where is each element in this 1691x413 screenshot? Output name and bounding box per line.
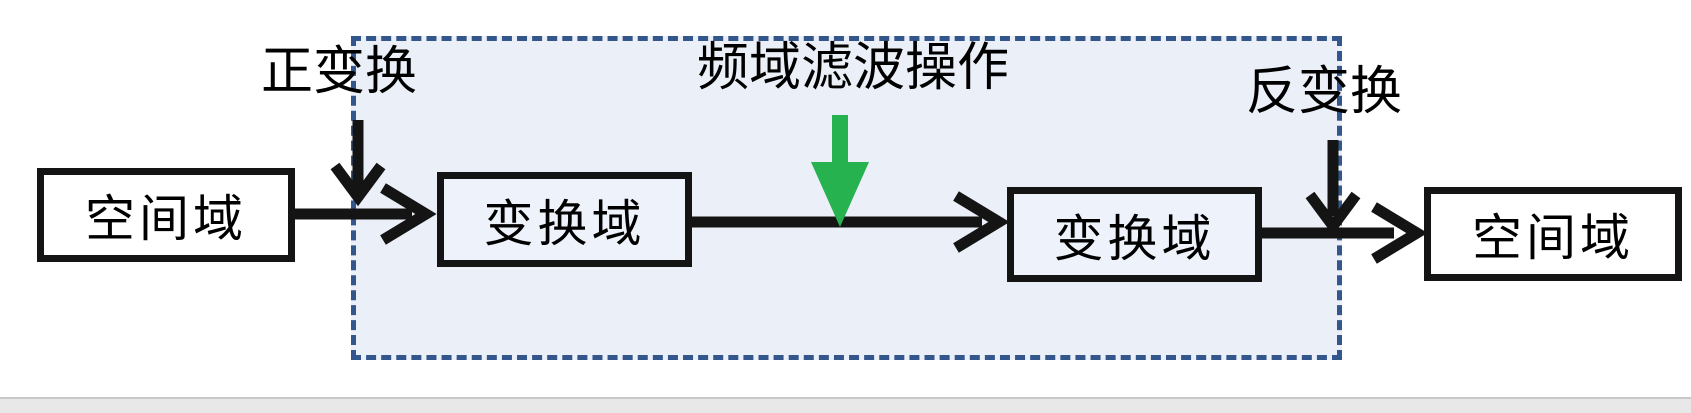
transform-domain-post-box: 变换域 [1007, 187, 1262, 282]
inverse-transform-label: 反变换 [1246, 63, 1403, 121]
spatial-domain-output-label: 空间域 [1472, 210, 1634, 266]
transform-domain-post-label: 变换域 [1053, 210, 1216, 267]
inverse-transform-arrow [1305, 140, 1361, 236]
forward-transform-label: 正变换 [261, 43, 418, 101]
bottom-gray-bar [0, 397, 1691, 413]
arrow-input-to-transform [295, 183, 437, 245]
spatial-domain-input-box: 空间域 [37, 168, 295, 262]
spatial-domain-input-label: 空间域 [85, 191, 247, 247]
arrow-transform-to-output [1262, 202, 1428, 264]
filter-operation-green-arrow [811, 115, 869, 227]
transform-domain-pre-box: 变换域 [437, 172, 692, 267]
spatial-domain-output-box: 空间域 [1424, 187, 1682, 281]
arrow-transform-to-transform [692, 191, 1010, 253]
transform-domain-pre-label: 变换域 [483, 195, 646, 252]
forward-transform-arrow [330, 120, 386, 207]
frequency-filter-operation-label: 频域滤波操作 [697, 39, 1010, 97]
